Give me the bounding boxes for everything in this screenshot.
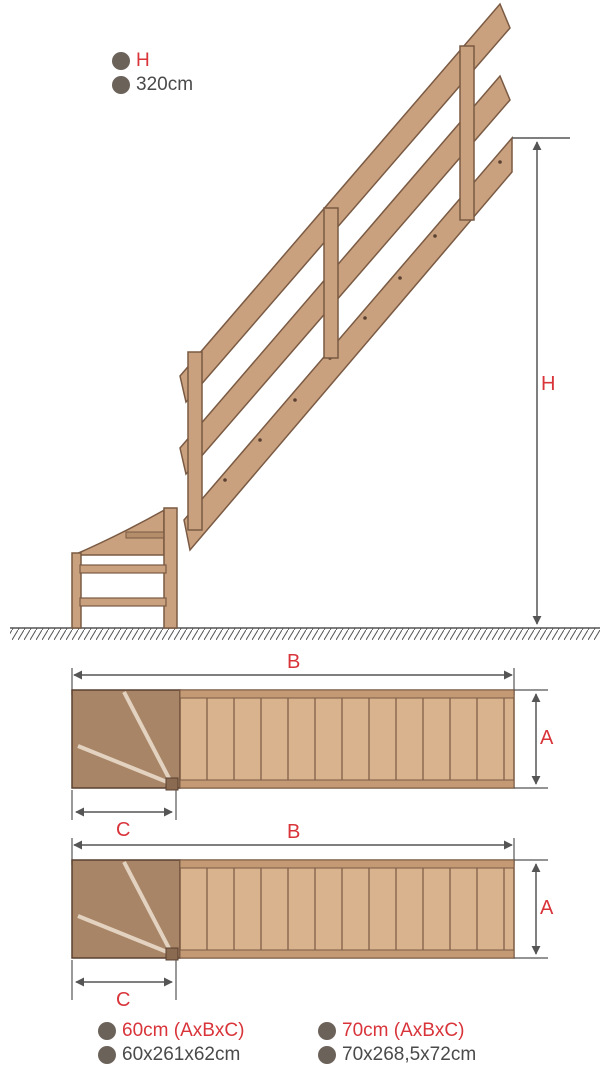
stair-stringer	[183, 135, 513, 552]
legend-60-label: 60cm (AxBxC)	[122, 1020, 245, 1041]
legend-size-60: 60cm (AxBxC) 60x261x62cm	[98, 1020, 244, 1066]
legend-size-70: 70cm (AxBxC) 70x268,5x72cm	[318, 1020, 476, 1066]
plan-view-1: B A C	[71, 651, 554, 841]
dim-a-label-2: A	[540, 897, 554, 919]
legend-60-label-row: 60cm (AxBxC)	[98, 1020, 244, 1042]
handrail-upper	[179, 2, 511, 404]
plan-treads-1	[206, 698, 505, 780]
plan-stairs-2	[179, 859, 515, 959]
handrail-middle	[179, 74, 511, 476]
legend-70-label-row: 70cm (AxBxC)	[318, 1020, 476, 1042]
dim-c-label-1: C	[116, 819, 130, 841]
plan-treads-2	[206, 868, 505, 950]
legend-top-value-row: 320cm	[112, 74, 193, 96]
plan-stairs-1	[179, 689, 515, 789]
legend-70-label: 70cm (AxBxC)	[342, 1020, 465, 1041]
legend-top-key-row: H	[112, 50, 193, 72]
dim-a-label-1: A	[540, 727, 554, 749]
dim-c-label-2: C	[116, 989, 130, 1011]
dim-h-label: H	[541, 373, 555, 395]
stair-side-view: H	[10, 2, 600, 640]
front-post	[71, 552, 82, 629]
bullet-dot-icon	[112, 76, 130, 94]
bullet-dot-icon	[98, 1022, 116, 1040]
legend-top-value: 320cm	[136, 74, 194, 95]
plan-view-2: B A C	[71, 821, 554, 1011]
plan-winder-1	[71, 689, 181, 789]
bullet-dot-icon	[318, 1022, 336, 1040]
ground-hatch	[10, 628, 600, 640]
baluster-3	[459, 45, 475, 221]
dim-b-label-2: B	[287, 821, 300, 843]
baluster-2	[323, 207, 339, 359]
bullet-dot-icon	[318, 1046, 336, 1064]
bullet-dot-icon	[98, 1046, 116, 1064]
legend-70-value-row: 70x268,5x72cm	[318, 1044, 476, 1066]
bottom-rail-1	[79, 564, 167, 574]
legend-top: H 320cm	[112, 50, 193, 96]
legend-60-value-row: 60x261x62cm	[98, 1044, 244, 1066]
dim-b-label-1: B	[287, 651, 300, 673]
legend-top-key: H	[136, 50, 150, 71]
legend-70-value: 70x268,5x72cm	[342, 1044, 477, 1065]
legend-60-value: 60x261x62cm	[122, 1044, 241, 1065]
bullet-dot-icon	[112, 52, 130, 70]
baluster-1	[187, 351, 203, 531]
bottom-rail-2	[79, 597, 167, 607]
plan-winder-2	[71, 859, 181, 959]
